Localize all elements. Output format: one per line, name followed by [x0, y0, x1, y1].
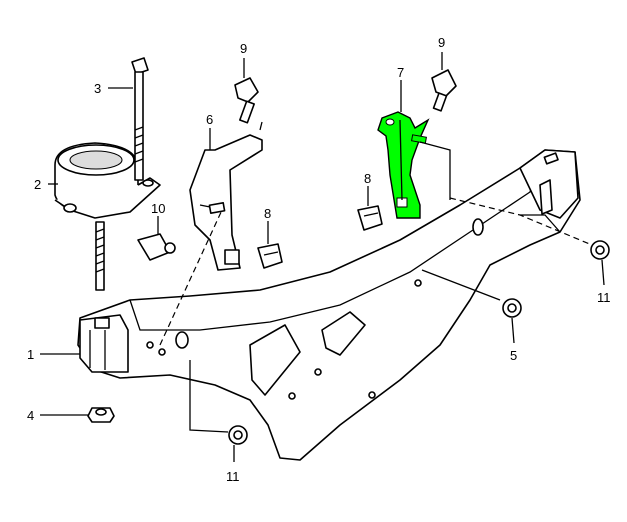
leader-lines [40, 52, 605, 462]
bolt[interactable] [131, 57, 149, 181]
callout-9-right: 9 [438, 35, 445, 50]
callout-11-bottom: 11 [226, 469, 240, 484]
bracket-6[interactable] [189, 134, 263, 271]
callout-2: 2 [34, 177, 41, 192]
nut-5[interactable] [502, 298, 522, 318]
clip-8-left[interactable] [257, 243, 283, 269]
callout-11-right: 11 [597, 290, 611, 305]
callout-10: 10 [151, 201, 165, 216]
nut-11-right[interactable] [590, 240, 610, 260]
callout-4: 4 [27, 408, 34, 423]
callout-8-right: 8 [364, 171, 371, 186]
callout-7: 7 [397, 65, 404, 80]
engine-mount[interactable] [54, 142, 161, 291]
callout-9-left: 9 [240, 41, 247, 56]
crossmember[interactable] [77, 149, 581, 461]
callouts: 3 2 1 4 11 11 5 6 9 9 7 8 8 10 [27, 35, 611, 484]
callout-8-left: 8 [264, 206, 271, 221]
clip-10[interactable] [137, 233, 176, 261]
clip-8-right[interactable] [357, 205, 383, 231]
callout-6: 6 [206, 112, 213, 127]
nut[interactable] [87, 407, 115, 423]
bracket-7-highlighted[interactable] [377, 111, 430, 219]
callout-1: 1 [27, 347, 34, 362]
callout-3: 3 [94, 81, 101, 96]
clip-9-left[interactable] [234, 77, 259, 124]
callout-5: 5 [510, 348, 517, 363]
nut-11-bottom[interactable] [228, 425, 248, 445]
clip-9-right[interactable] [431, 69, 457, 112]
hidden-lines [159, 197, 593, 346]
